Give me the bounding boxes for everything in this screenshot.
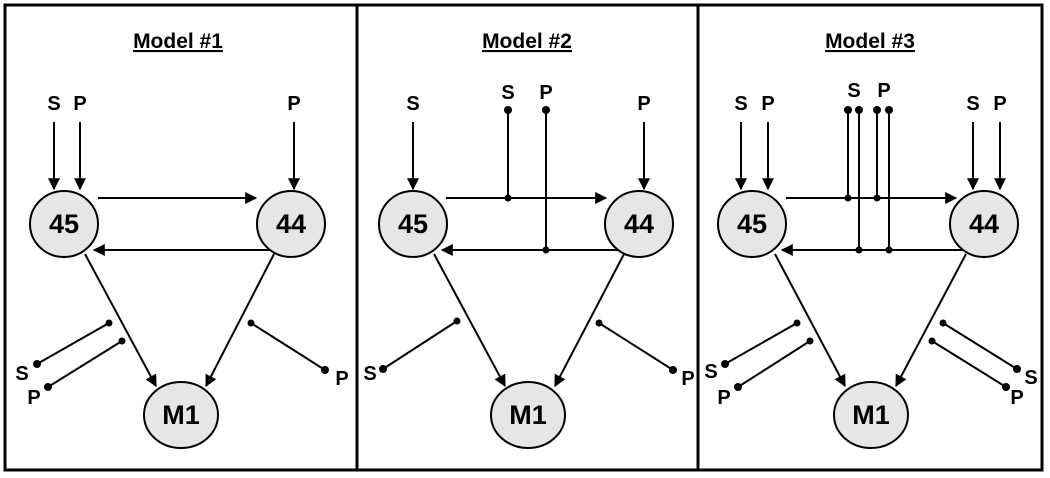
- model-1-node-m1: [143, 381, 219, 449]
- model-3-p-bottom-left-junction-dot: [806, 337, 814, 345]
- model-1-p-right-modulator-line: [250, 322, 326, 371]
- model-1-node-m1-label: M1: [162, 400, 200, 430]
- model-3-p-middle-terminal-dot-2: [885, 106, 893, 114]
- model-3-s-bottom-left-junction-dot: [793, 319, 801, 327]
- model-2-s-bottom-terminal-dot: [379, 365, 387, 373]
- model-2-input-p-middle: P: [539, 82, 552, 104]
- model-3-input-s-middle: S: [847, 80, 860, 102]
- model-1-node-44-label: 44: [276, 209, 306, 239]
- model-3-title: Model #3: [825, 30, 915, 53]
- model-2-s-bottom-line: [382, 320, 458, 370]
- model-2-p-middle-terminal-dot: [542, 106, 550, 114]
- model-1-p-right-junction-dot: [247, 319, 255, 327]
- model-3-node-45-label: 45: [737, 209, 767, 239]
- model-2-45-to-m1-arrow: [433, 253, 506, 388]
- model-3-45-to-m1-arrow: [774, 253, 846, 388]
- model-3-node-44-label: 44: [969, 209, 999, 239]
- model-2-p-middle-junction-dot: [542, 246, 550, 254]
- model-3-input-s-bottom-left: S: [704, 361, 717, 383]
- model-1-input-p-44: P: [287, 93, 300, 115]
- model-3-input-s-44: S: [966, 93, 979, 115]
- model-2-s-middle-terminal-dot: [504, 106, 512, 114]
- model-3-s-bottom-left-line: [724, 322, 798, 365]
- model-3-s-middle-terminal-dot-2: [855, 106, 863, 114]
- model-1-p-terminal-dot: [44, 383, 52, 391]
- model-1-input-p-45: P: [73, 93, 86, 115]
- model-1: Model #1 S P P S P P 45 44: [15, 30, 349, 449]
- model-2-44-to-m1-arrow: [554, 253, 625, 388]
- model-2-s-bottom-junction-dot: [453, 317, 461, 325]
- model-3-p-bottom-right-terminal-dot: [1002, 383, 1010, 391]
- model-2-input-s-bottom: S: [363, 363, 376, 385]
- model-1-input-p-bottom: P: [27, 387, 40, 409]
- model-3-input-p-middle: P: [877, 80, 890, 102]
- model-2-input-s-45: S: [406, 93, 419, 115]
- model-2-input-p-bottom: P: [681, 368, 694, 390]
- model-3-p-bottom-left-terminal-dot: [734, 383, 742, 391]
- model-2-node-m1: [490, 381, 566, 449]
- model-3-s-bottom-left-terminal-dot: [721, 360, 729, 368]
- model-1-44-to-m1-arrow: [205, 253, 275, 388]
- panel-3-frame: [696, 3, 1044, 472]
- model-3-44-to-m1-arrow: [895, 253, 967, 388]
- model-2-node-45: [378, 190, 448, 258]
- model-1-input-p-right: P: [335, 368, 348, 390]
- model-1-45-to-m1-arrow: [84, 253, 157, 388]
- model-3: Model #3 S P S P S P: [704, 30, 1038, 449]
- model-3-s-middle-junction-dot-1: [844, 194, 852, 202]
- model-3-p-middle-junction-dot-1: [873, 194, 881, 202]
- model-3-p-bottom-right-line: [931, 340, 1007, 388]
- model-3-s-bottom-right-terminal-dot: [1013, 365, 1021, 373]
- model-3-input-p-45: P: [761, 93, 774, 115]
- model-2-input-s-middle: S: [501, 82, 514, 104]
- model-3-node-44: [949, 190, 1019, 258]
- model-2-node-44: [604, 190, 674, 258]
- model-1-p-modulator-line: [47, 340, 123, 388]
- model-3-p-bottom-right-junction-dot: [928, 337, 936, 345]
- model-3-input-p-44: P: [993, 93, 1006, 115]
- model-2-node-45-label: 45: [398, 209, 428, 239]
- model-2-title: Model #2: [482, 30, 572, 53]
- model-2-p-bottom-junction-dot: [595, 319, 603, 327]
- model-3-node-m1-label: M1: [852, 400, 890, 430]
- model-1-input-s-bottom: S: [15, 363, 28, 385]
- model-3-p-middle-junction-dot-2: [885, 246, 893, 254]
- model-3-input-p-bottom-left: P: [717, 387, 730, 409]
- model-1-s-junction-dot: [105, 319, 113, 327]
- model-2-p-bottom-line: [598, 322, 674, 371]
- model-3-node-m1: [833, 381, 909, 449]
- model-3-input-s-bottom-right: S: [1024, 367, 1037, 389]
- model-1-input-s-45: S: [47, 93, 60, 115]
- model-2-input-p-44: P: [637, 93, 650, 115]
- model-1-node-45: [29, 190, 99, 258]
- model-3-input-s-45: S: [734, 93, 747, 115]
- model-3-input-p-bottom-right: P: [1010, 387, 1023, 409]
- model-3-s-bottom-right-junction-dot: [939, 319, 947, 327]
- model-1-p-junction-dot: [118, 337, 126, 345]
- model-3-s-middle-terminal-dot-1: [844, 106, 852, 114]
- model-3-s-bottom-right-line: [942, 322, 1018, 370]
- model-1-title: Model #1: [133, 30, 223, 53]
- model-3-s-middle-junction-dot-2: [855, 246, 863, 254]
- model-2-s-middle-junction-dot: [504, 194, 512, 202]
- model-3-node-45: [717, 190, 787, 258]
- model-1-s-terminal-dot: [33, 360, 41, 368]
- model-3-p-bottom-left-line: [737, 340, 811, 388]
- model-2: Model #2 S P S P S P 45: [363, 30, 695, 449]
- model-2-node-m1-label: M1: [509, 400, 547, 430]
- model-2-node-44-label: 44: [624, 209, 654, 239]
- model-1-node-44: [256, 190, 326, 258]
- model-3-p-middle-terminal-dot-1: [873, 106, 881, 114]
- model-2-p-bottom-terminal-dot: [669, 366, 677, 374]
- model-1-p-right-terminal-dot: [321, 366, 329, 374]
- model-1-node-45-label: 45: [49, 209, 79, 239]
- model-1-s-modulator-line: [36, 322, 110, 365]
